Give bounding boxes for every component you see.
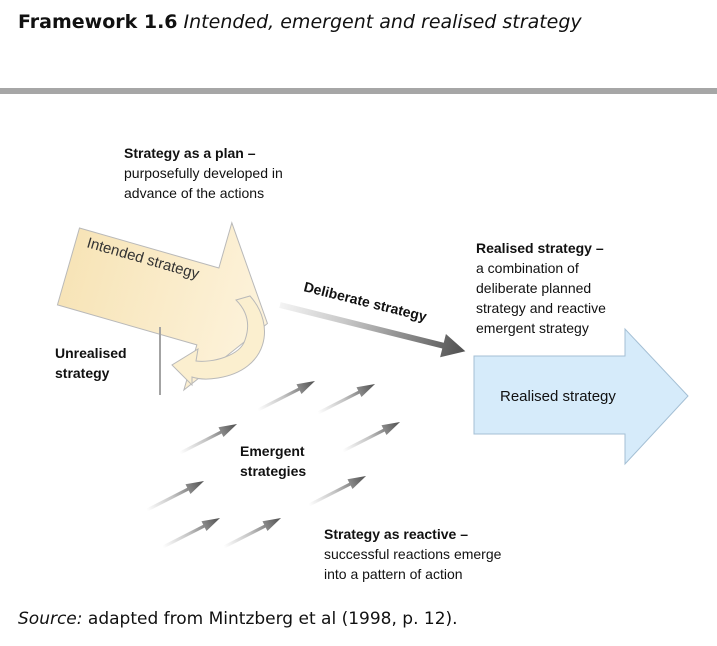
realised-strategy-label: Realised strategy [500, 388, 616, 405]
emergent-arrow [160, 513, 223, 552]
emergent-arrow [177, 419, 240, 458]
reactive-note-line: successful reactions emerge [324, 546, 502, 562]
emergent-arrow [255, 376, 318, 415]
emergent-line: strategies [240, 463, 307, 479]
reactive-note: Strategy as reactive – successful reacti… [324, 524, 501, 584]
realised-strategy-arrow [473, 327, 689, 466]
emergent-arrow [144, 476, 207, 515]
reactive-note-line: into a pattern of action [324, 566, 463, 582]
unrealised-curve-arrow [171, 295, 265, 387]
realised-note-line: deliberate planned [476, 280, 592, 296]
source-citation: Source: adapted from Mintzberg et al (19… [18, 609, 458, 629]
realised-note-heading: Realised strategy – [476, 240, 604, 256]
emergent-arrow [221, 513, 284, 552]
plan-note-line: advance of the actions [124, 185, 265, 201]
emergent-arrow [315, 379, 378, 418]
plan-note-heading: Strategy as a plan – [124, 145, 256, 161]
emergent-strategies-label: Emergent strategies [240, 441, 306, 481]
unrealised-line: strategy [55, 365, 110, 381]
unrealised-strategy-label: Unrealised strategy [55, 343, 127, 383]
emergent-line: Emergent [240, 443, 305, 459]
plan-note-line: purposefully developed in [124, 165, 283, 181]
source-prefix: Source: [18, 609, 83, 629]
framework-number: Framework 1.6 [18, 11, 178, 33]
emergent-arrow [306, 471, 369, 510]
unrealised-line: Unrealised [55, 345, 127, 361]
deliberate-strategy-arrow [279, 302, 466, 358]
emergent-arrow [340, 417, 403, 456]
realised-note: Realised strategy – a combination of del… [476, 238, 606, 338]
header-rule [0, 88, 717, 94]
source-text: adapted from Mintzberg et al (1998, p. 1… [87, 609, 458, 629]
framework-title: Intended, emergent and realised strategy [183, 11, 582, 33]
plan-note: Strategy as a plan – purposefully develo… [124, 143, 283, 203]
realised-note-line: strategy and reactive [476, 300, 606, 316]
realised-note-line: emergent strategy [476, 320, 589, 336]
realised-note-line: a combination of [476, 260, 579, 276]
reactive-note-heading: Strategy as reactive – [324, 526, 468, 542]
